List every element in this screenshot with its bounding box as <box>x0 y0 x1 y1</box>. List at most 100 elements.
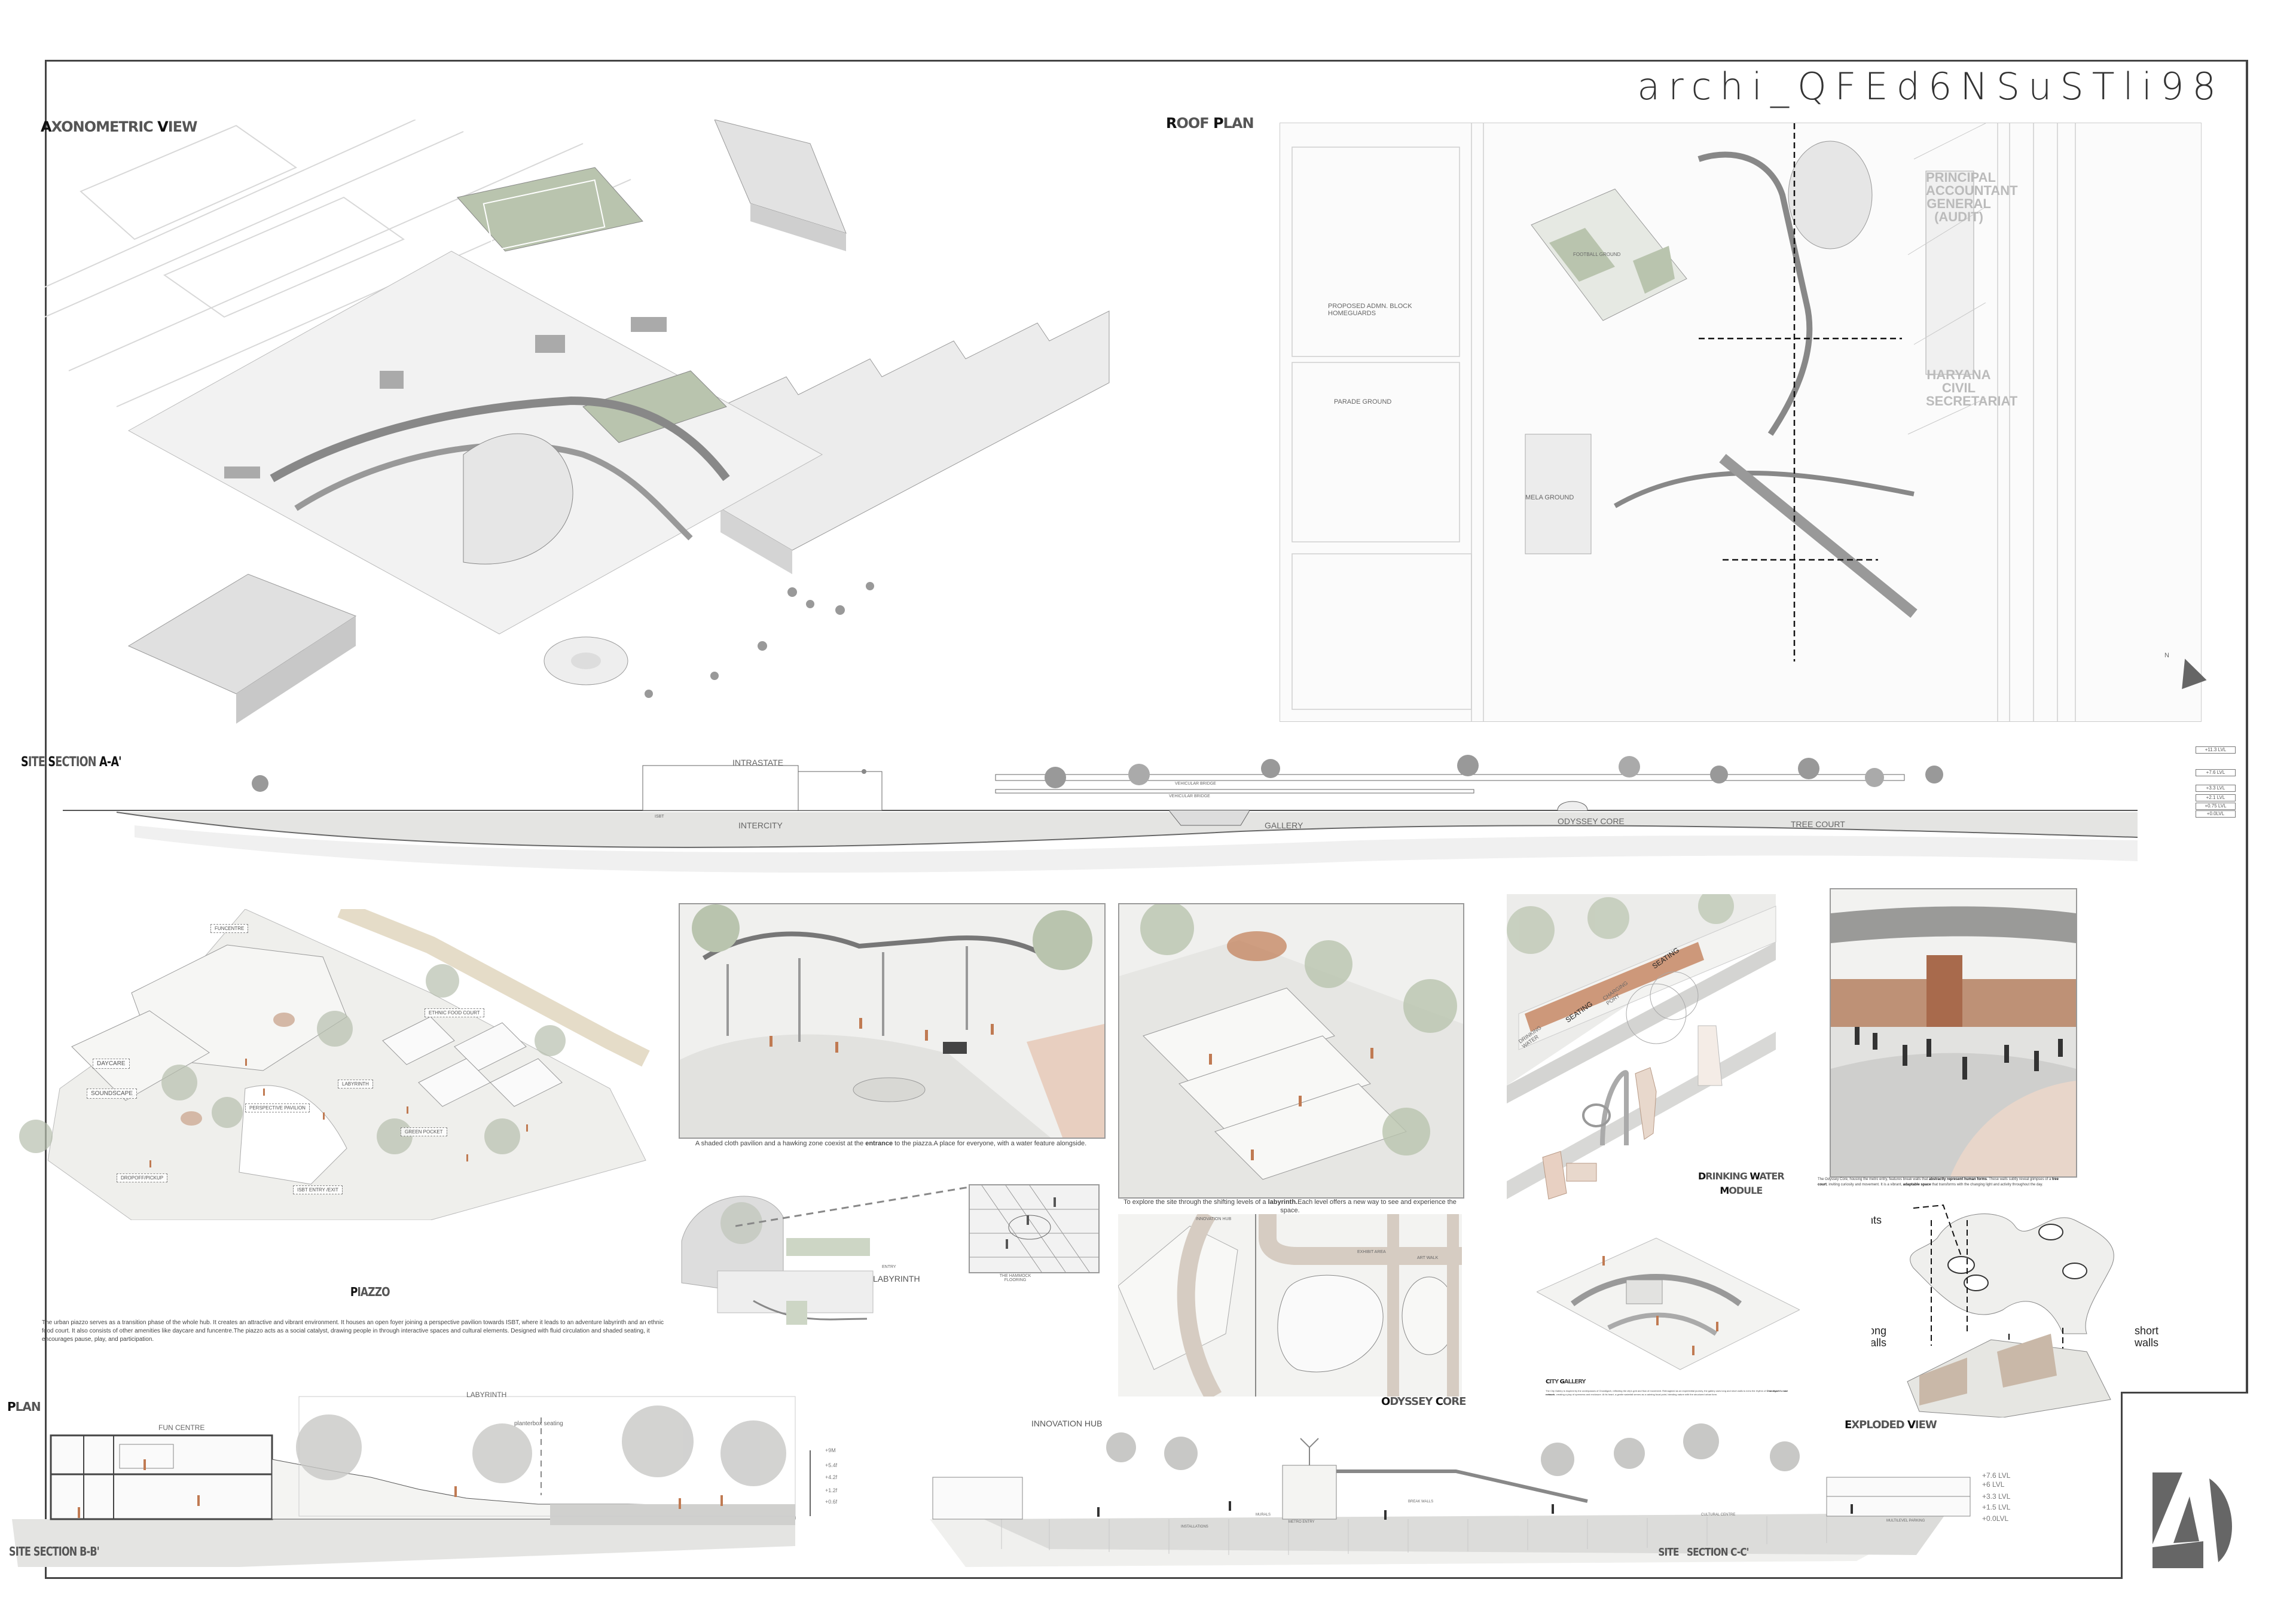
odyssey-core-plan-illustration <box>1118 1214 1462 1397</box>
tag-labyrinth: LABYRINTH <box>338 1080 373 1089</box>
odyssey-core-description: The Odyssey Core, housing the metro entr… <box>1818 1178 2059 1187</box>
tag-ethnic-food-court: ETHNIC FOOD COURT <box>425 1008 484 1017</box>
level-marker-aa-3-3: +3.3 LVL <box>2196 785 2236 792</box>
label-cultural-centre: CULTURAL CENTRE <box>1701 1513 1736 1517</box>
level-marker-aa-7-6: +7.6 LVL <box>2196 769 2236 776</box>
label-installations: INSTALLATIONS <box>1181 1525 1208 1529</box>
piazzo-heading: PIAZZO <box>350 1285 390 1299</box>
zone-odyssey-core: ODYSSEY CORE <box>1558 816 1625 826</box>
axonometric-illustration <box>45 120 1110 724</box>
zone-gallery: GALLERY <box>1265 821 1303 830</box>
hammock-inset <box>969 1184 1100 1273</box>
tag-funcentre: FUNCENTRE <box>210 924 249 933</box>
tag-perspective-pavilion: PERSPECTIVE PAVILION <box>245 1103 310 1112</box>
label-murals: MURALS <box>1256 1513 1271 1517</box>
site-section-cc-heading: SITE SECTION C-C' <box>1658 1546 1749 1559</box>
level-cc-3-3: +3.3 LVL <box>1982 1492 2011 1501</box>
axonometric-view-heading: AXONOMETRIC VIEW <box>41 118 198 135</box>
hammock-callout-leader <box>735 1186 969 1227</box>
label-football-ground: FOOTBALL GROUND <box>1573 252 1621 257</box>
tag-soundscape: SOUNDSCAPE <box>87 1089 138 1099</box>
city-gallery-heading: CITY GALLERY <box>1546 1379 1586 1385</box>
label-parade-ground: PARADE GROUND <box>1334 398 1392 406</box>
label-vehicular-bridge-upper: VEHICULAR BRIDGE <box>1175 782 1216 786</box>
label-mela-ground: MELA GROUND <box>1525 494 1574 501</box>
section-aa-profile <box>63 755 2138 873</box>
city-gallery-illustration <box>1537 1237 1800 1370</box>
sheet-title-code: archi_QFEd6NSuSTli98 <box>1637 65 2224 108</box>
label-principal-accountant: PRINCIPAL ACCOUNTANT GENERAL (AUDIT) <box>1926 170 2018 224</box>
level-marker-aa-11-3: +11.3 LVL <box>2196 746 2236 754</box>
level-bb-1-2m: +1.2M <box>825 1487 837 1493</box>
label-art-walk: ART WALK <box>1417 1256 1439 1260</box>
site-section-bb-heading: SITE SECTION B-B' <box>9 1544 100 1559</box>
site-section-aa-heading: SITE SECTION A-A' <box>21 755 122 770</box>
level-marker-aa-0-75: +0.75 LVL <box>2196 803 2236 810</box>
level-marker-aa-0-0: +0.0LVL <box>2196 810 2236 818</box>
labyrinth-entry-label: ENTRY <box>882 1265 896 1269</box>
axonometric-drawing <box>45 120 1139 748</box>
level-cc-7-6: +7.6 LVL <box>1982 1471 2011 1480</box>
labyrinth-plan-title: LABYRINTH <box>873 1274 920 1283</box>
level-cc-6: +6 LVL <box>1982 1480 2005 1489</box>
label-long-walls: Long walls <box>1871 1325 1887 1349</box>
north-label: N <box>2164 652 2169 659</box>
level-cc-1-5: +1.5 LVL <box>1982 1503 2011 1511</box>
level-bb-0-6m: +0.6M <box>825 1499 837 1505</box>
label-metro-entry: METRO ENTRY <box>1289 1520 1315 1524</box>
site-section-aa-drawing: INTRASTATE INTERCITY GALLERY ODYSSEY COR… <box>45 742 2185 879</box>
entrance-caption: A shaded cloth pavilion and a hawking zo… <box>695 1140 1087 1147</box>
level-bb-4-2m: +4.2M <box>825 1474 837 1480</box>
label-sky-lights: Sky lights <box>1871 1214 1882 1226</box>
city-gallery-drawing <box>1537 1220 1800 1376</box>
label-exhibit-area: EXHIBIT AREA <box>1357 1250 1386 1254</box>
label-labyrinth-section: LABYRINTH <box>466 1391 507 1399</box>
section-cc-profile <box>930 1423 1971 1567</box>
drinking-water-illustration <box>1507 894 1776 1200</box>
exploded-view-heading: EXPLODED VIEW <box>1845 1419 1937 1431</box>
label-break-walls: BREAK WALLS <box>1408 1500 1434 1504</box>
tag-dropoff-pickup: DROPOFF/PICKUP <box>117 1173 168 1182</box>
exploded-view-illustration <box>1907 1204 2114 1417</box>
site-section-bb-drawing: LABYRINTH FUN CENTRE planterbox seating … <box>0 1388 837 1567</box>
zone-intercity: INTERCITY <box>738 821 783 830</box>
labyrinth-perspective-panel <box>1118 903 1464 1199</box>
odyssey-core-perspective-illustration <box>1831 906 2076 1176</box>
label-innovation-hub: INNOVATION HUB <box>1031 1419 1103 1428</box>
piazzo-description: The urban piazzo serves as a transition … <box>42 1319 664 1343</box>
labyrinth-plan: ENTRY LABYRINTH <box>676 1181 927 1325</box>
zone-intrastate: INTRASTATE <box>732 758 784 767</box>
roof-plan-site-lines: A' <box>1292 123 2076 721</box>
site-section-cc-drawing: INNOVATION HUB INSTALLATIONS METRO ENTRY… <box>930 1411 2126 1567</box>
label-isbt: ISBT <box>655 815 664 819</box>
drinking-water-module-drawing: DRINKING WATER SEATING CHARGING PORT SEA… <box>1507 894 1806 1217</box>
piazzo-illustration <box>19 909 650 1220</box>
level-bb-5-4m: +5.4M <box>825 1462 837 1468</box>
level-cc-0-0: +0.0LVL <box>1982 1514 2009 1523</box>
tag-isbt-entry-exit: ISBT ENTRY /EXIT <box>293 1185 343 1194</box>
logo-a-icon <box>2152 1472 2232 1568</box>
label-proposed-admn-block: PROPOSED ADMN. BLOCK HOMEGUARDS <box>1328 303 1412 317</box>
roof-plan-heading: ROOF PLAN <box>1166 115 1254 132</box>
label-planterbox-seating: planterbox seating <box>514 1420 563 1427</box>
tag-green-pocket: GREEN POCKET <box>401 1127 447 1136</box>
labyrinth-perspective-illustration <box>1119 904 1463 1197</box>
odyssey-core-plan: EXHIBIT AREA ART WALK INNOVATION HUB <box>1118 1214 1462 1397</box>
label-haryana-civil-secretariat: HARYANA CIVIL SECRETARIAT <box>1926 367 2018 408</box>
labyrinth-plan-illustration <box>681 1196 874 1325</box>
label-fun-centre: FUN CENTRE <box>158 1423 205 1432</box>
tag-daycare: DAYCARE <box>93 1059 130 1069</box>
hammock-flooring-callout: THE HAMMOCK FLOORING <box>999 1274 1031 1282</box>
archi-logo <box>2152 1472 2236 1568</box>
exploded-view-drawing: Sky lights Long walls short walls <box>1871 1196 2170 1417</box>
zone-tree-court: TREE COURT <box>1791 819 1845 829</box>
labyrinth-caption: To explore the site through the shifting… <box>1123 1199 1457 1214</box>
label-innovation-hub-plan: INNOVATION HUB <box>1196 1217 1232 1221</box>
entrance-perspective-illustration <box>680 904 1104 1138</box>
odyssey-core-perspective-panel <box>1830 888 2077 1178</box>
label-vehicular-bridge-lower: VEHICULAR BRIDGE <box>1169 794 1210 798</box>
label-multilevel-parking: MULTILEVEL PARKING <box>1886 1519 1925 1523</box>
level-marker-aa-2-1: +2.1 LVL <box>2196 794 2236 801</box>
sheet-border <box>45 60 2248 1579</box>
